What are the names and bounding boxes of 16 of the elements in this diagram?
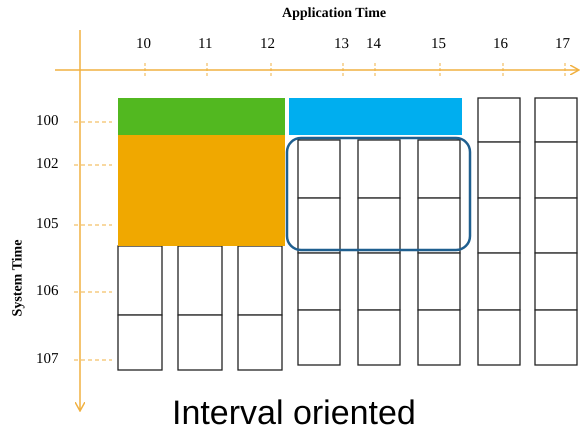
tick-label: 100 xyxy=(36,113,58,130)
tick-label: 15 xyxy=(431,36,446,53)
tick-label: 12 xyxy=(260,36,275,53)
tick-label: 14 xyxy=(366,36,381,53)
tick-label: 106 xyxy=(36,283,58,300)
tick-label: 105 xyxy=(36,216,58,233)
tick-label: 16 xyxy=(493,36,508,53)
caption: Interval oriented xyxy=(172,394,416,433)
tick-label: 17 xyxy=(555,36,570,53)
axis-title: Application Time xyxy=(282,6,386,22)
axis-title: System Time xyxy=(10,240,26,316)
tick-label: 13 xyxy=(334,36,349,53)
tick-label: 102 xyxy=(36,156,58,173)
tick-label: 10 xyxy=(136,36,151,53)
tick-label: 107 xyxy=(36,351,58,368)
tick-label: 11 xyxy=(198,36,212,53)
